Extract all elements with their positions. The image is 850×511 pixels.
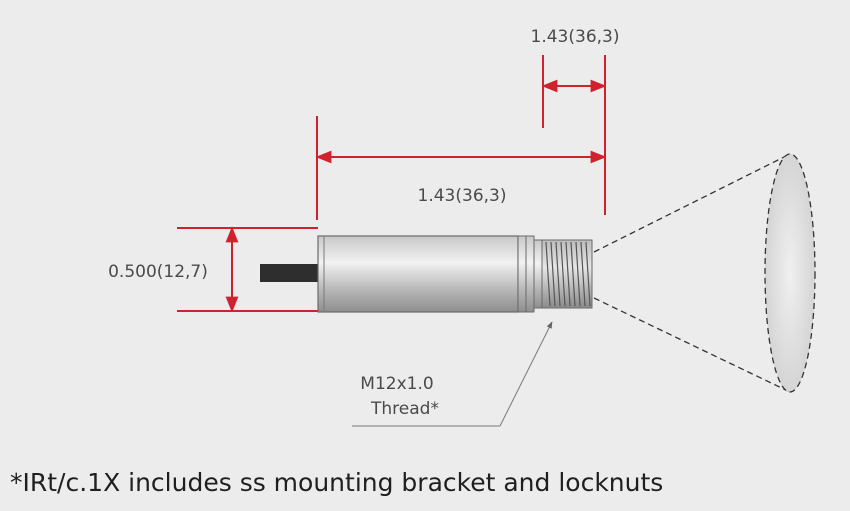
field-of-view-cone bbox=[593, 153, 816, 393]
dimension-overall-length: 1.43(36,3) bbox=[315, 116, 607, 220]
dimension-overall-label: 1.43(36,3) bbox=[418, 186, 507, 206]
dimension-diameter-label: 0.500(12,7) bbox=[108, 262, 208, 282]
thread-callout-line1: M12x1.0 bbox=[360, 374, 433, 394]
footnote: *IRt/c.1X includes ss mounting bracket a… bbox=[10, 468, 664, 497]
sensor-body bbox=[317, 235, 543, 313]
thread-callout-line2: Thread* bbox=[370, 399, 439, 419]
sensor-cable bbox=[260, 264, 318, 282]
thread-callout: M12x1.0 Thread* bbox=[352, 321, 553, 427]
sensor-thread bbox=[541, 239, 593, 309]
dimension-top: 1.43(36,3) bbox=[531, 27, 620, 215]
dimension-top-label: 1.43(36,3) bbox=[531, 27, 620, 47]
dimension-diameter: 0.500(12,7) bbox=[108, 226, 318, 313]
